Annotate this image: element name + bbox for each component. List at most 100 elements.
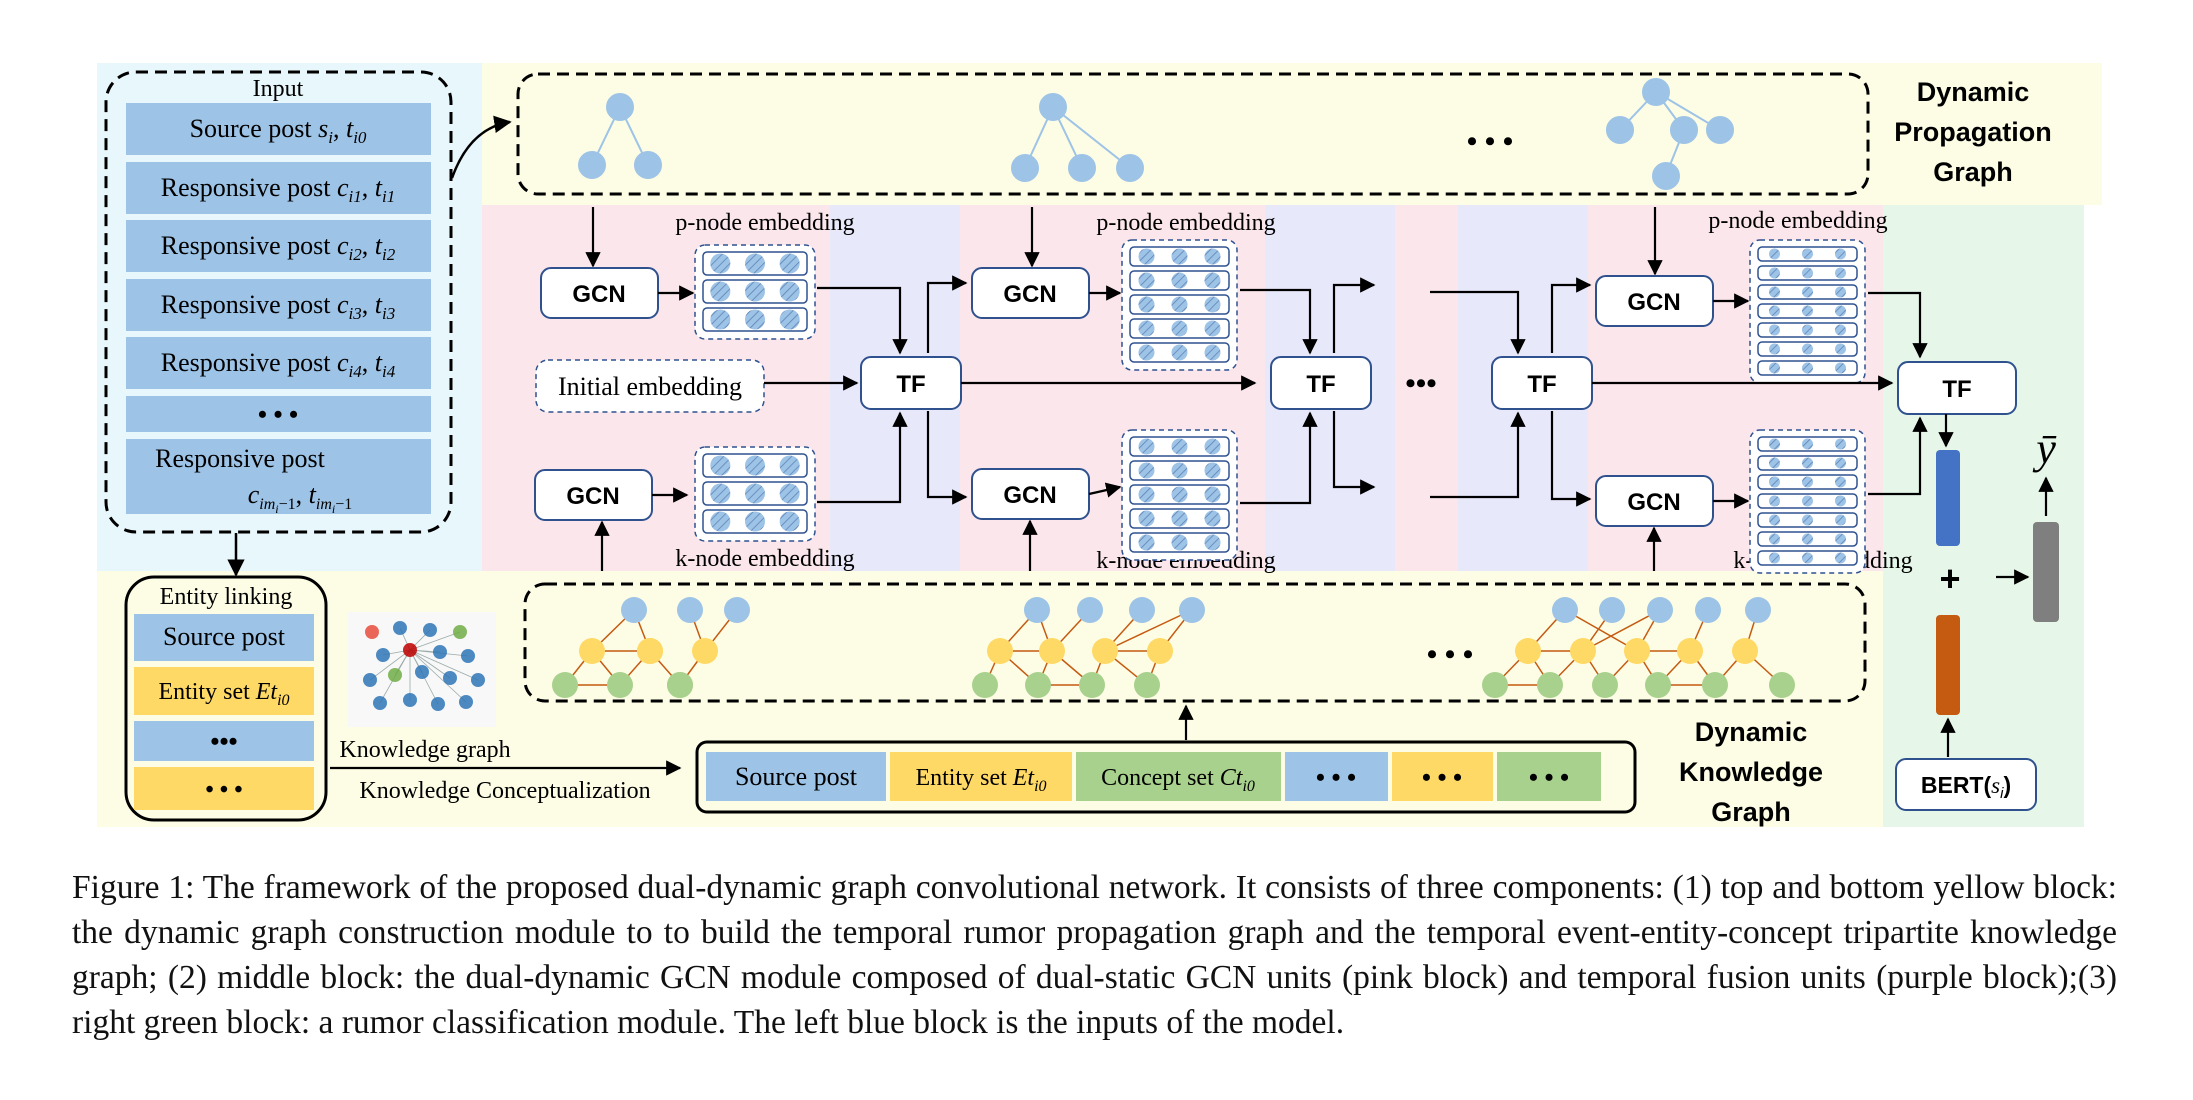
svg-text:Entity set Eti0: Entity set Eti0 xyxy=(915,765,1046,795)
tf-output-vector xyxy=(1936,450,1960,546)
input-row-6: Responsive post cimi−1, timi−1 xyxy=(126,439,431,516)
input-to-propagation-arrow xyxy=(450,115,512,179)
p-node-embedding-label-3: p-node embedding xyxy=(1708,208,1887,234)
svg-text:• • •: • • • xyxy=(1316,763,1356,792)
tf-box-4: TF xyxy=(1897,361,2017,415)
entity-title: Entity linking xyxy=(160,584,293,610)
input-row-label: Responsive post xyxy=(161,173,337,202)
svg-text:GCN: GCN xyxy=(1003,482,1056,509)
input-row-ellipsis: • • • xyxy=(258,400,298,429)
output-vector xyxy=(2033,522,2059,622)
input-row-3: Responsive post ci3, ti3 xyxy=(126,279,431,331)
input-row-1: Responsive post ci1, ti1 xyxy=(126,162,431,214)
concept-cell-dots-blue: • • • xyxy=(1285,752,1388,801)
tf-box-3: TF xyxy=(1491,356,1593,410)
concept-cell-dots-yellow: • • • xyxy=(1392,752,1493,801)
input-panel-border xyxy=(104,70,453,534)
k-embedding-3 xyxy=(1749,429,1866,574)
input-row-label: Source post xyxy=(190,114,319,143)
classification-region-bg xyxy=(1883,205,2084,827)
tf-box-1: TF xyxy=(860,356,962,410)
knowledge-tripartite-graphs xyxy=(552,597,1795,698)
p-embedding-3 xyxy=(1749,239,1866,384)
p-node-embedding-label-1: p-node embedding xyxy=(675,210,854,236)
k-embedding-2 xyxy=(1121,429,1238,561)
propagation-tree-1 xyxy=(578,93,662,179)
svg-text:BERT(si): BERT(si) xyxy=(1921,772,2011,802)
svg-text:TF: TF xyxy=(1942,376,1971,403)
input-row-4: Responsive post ci4, ti4 xyxy=(126,337,431,389)
svg-text:Responsive post ci4, ti4: Responsive post ci4, ti4 xyxy=(161,348,396,381)
y-bar-output: ȳ xyxy=(2032,424,2057,473)
svg-text:GCN: GCN xyxy=(1627,289,1680,316)
bert-box: BERT(si) xyxy=(1895,758,2037,811)
concept-bar-border xyxy=(695,740,1637,814)
figure-caption: Figure 1: The framework of the proposed … xyxy=(72,869,2117,1041)
concept-cell-concept: Concept set Cti0 xyxy=(1076,752,1281,801)
knowledge-ellipsis: • • • xyxy=(1427,638,1474,671)
svg-text:• • •: • • • xyxy=(205,777,242,803)
gcn-k-2: GCN xyxy=(971,468,1090,520)
svg-text:Knowledge: Knowledge xyxy=(1679,757,1823,787)
svg-text:• • •: • • • xyxy=(1529,763,1569,792)
bert-output-vector xyxy=(1936,615,1960,715)
entity-panel-border xyxy=(124,575,328,822)
svg-text:Source post: Source post xyxy=(735,762,858,791)
svg-text:Responsive post ci1, ti1: Responsive post ci1, ti1 xyxy=(161,173,395,206)
concept-cell-source: Source post xyxy=(706,752,886,801)
pink-block-3 xyxy=(1395,205,1458,571)
k-embedding-1 xyxy=(694,446,816,542)
dynamic-knowledge-graph-label: Dynamic Knowledge Graph xyxy=(1679,717,1823,827)
svg-text:GCN: GCN xyxy=(1003,281,1056,308)
svg-text:• • •: • • • xyxy=(1422,763,1462,792)
svg-text:TF: TF xyxy=(1306,371,1335,398)
svg-text:Graph: Graph xyxy=(1711,797,1791,827)
input-row-label: Responsive post xyxy=(161,348,337,377)
propagation-tree-2 xyxy=(1011,93,1144,182)
p-embedding-2 xyxy=(1121,239,1238,371)
propagation-tree-3 xyxy=(1606,78,1734,190)
entity-row-0: Source post xyxy=(134,614,314,661)
svg-text:Initial embedding: Initial embedding xyxy=(558,372,742,401)
dynamic-propagation-graph-label: Dynamic Propagation Graph xyxy=(1894,77,2052,187)
propagation-graph-region-bg xyxy=(482,63,2102,205)
svg-text:cimi−1, timi−1: cimi−1, timi−1 xyxy=(248,480,353,516)
entity-row-3: • • • xyxy=(134,767,314,810)
svg-text:Entity set Eti0: Entity set Eti0 xyxy=(158,679,289,709)
input-row-5: • • • xyxy=(126,396,431,432)
input-row-label: Responsive post xyxy=(161,231,337,260)
svg-text:GCN: GCN xyxy=(572,281,625,308)
entity-row-2: ••• xyxy=(134,721,314,761)
svg-text:Graph: Graph xyxy=(1933,157,2013,187)
knowledge-graph-thumbnail xyxy=(348,612,496,727)
gcn-p-1: GCN xyxy=(540,267,659,319)
svg-text:GCN: GCN xyxy=(1627,489,1680,516)
tf-box-2: TF xyxy=(1270,356,1372,410)
svg-text:TF: TF xyxy=(896,371,925,398)
knowledge-graph-border xyxy=(523,582,1867,703)
svg-text:•••: ••• xyxy=(210,727,237,756)
propagation-ellipsis: • • • xyxy=(1467,125,1514,158)
concept-cell-dots-green: • • • xyxy=(1497,752,1601,801)
knowledge-conceptualization-label: Knowledge Conceptualization xyxy=(359,778,650,804)
svg-text:GCN: GCN xyxy=(566,483,619,510)
gcn-k-1: GCN xyxy=(534,469,653,521)
input-row-label: Responsive post xyxy=(155,444,326,473)
svg-text:Concept set Cti0: Concept set Cti0 xyxy=(1101,765,1255,795)
p-embedding-1 xyxy=(694,244,816,340)
svg-text:Dynamic: Dynamic xyxy=(1695,717,1808,747)
propagation-graph-border xyxy=(516,72,1870,196)
knowledge-graph-label: Knowledge graph xyxy=(339,737,510,763)
svg-text:Source post si, ti0: Source post si, ti0 xyxy=(190,114,367,147)
input-row-2: Responsive post ci2, ti2 xyxy=(126,220,431,272)
input-row-0: Source post si, ti0 xyxy=(126,103,431,155)
svg-text:Responsive post ci3, ti3: Responsive post ci3, ti3 xyxy=(161,290,395,323)
gcn-p-2: GCN xyxy=(971,267,1090,319)
entity-row-1: Entity set Eti0 xyxy=(134,667,314,715)
input-title: Input xyxy=(253,76,304,102)
svg-text:Propagation: Propagation xyxy=(1894,117,2052,147)
input-row-label: Responsive post xyxy=(161,290,337,319)
svg-text:TF: TF xyxy=(1527,371,1556,398)
k-node-embedding-label-1: k-node embedding xyxy=(675,546,854,572)
